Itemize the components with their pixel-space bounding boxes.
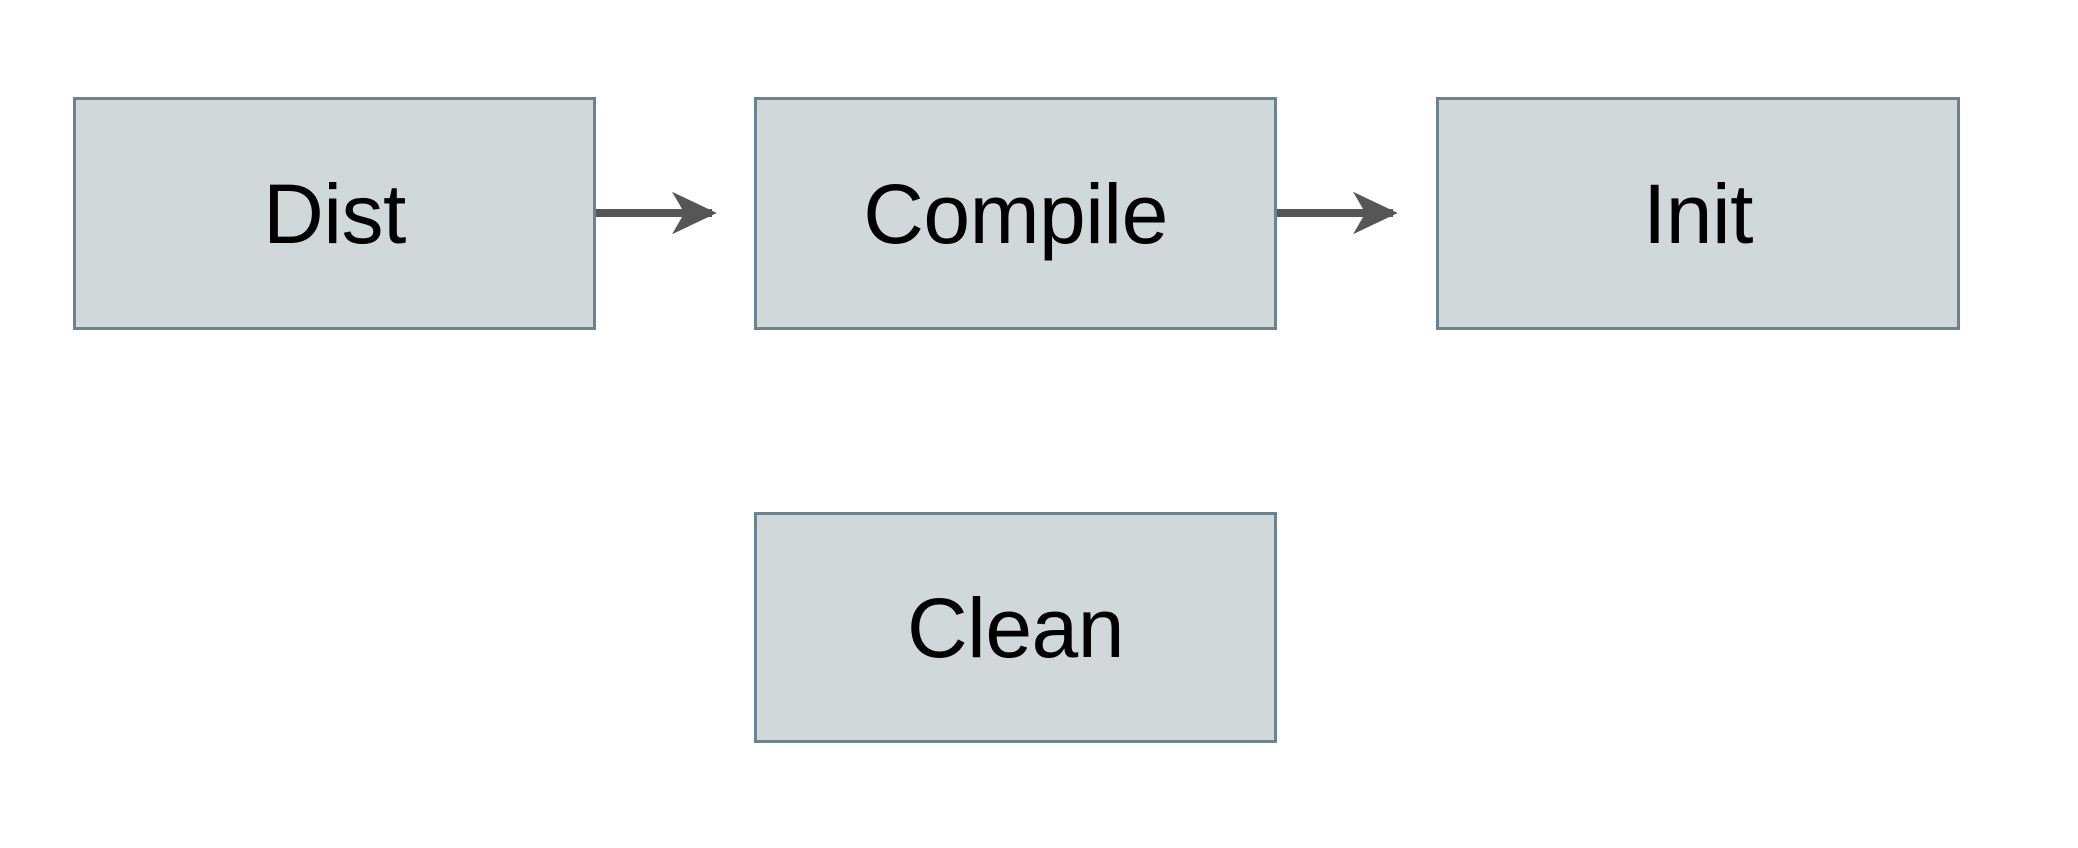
node-dist[interactable]: Dist [73, 97, 596, 330]
node-dist-label: Dist [263, 166, 406, 261]
node-compile-label: Compile [863, 166, 1168, 261]
node-clean-label: Clean [907, 580, 1124, 675]
node-init-label: Init [1642, 166, 1754, 261]
node-clean[interactable]: Clean [754, 512, 1277, 743]
node-init[interactable]: Init [1436, 97, 1960, 330]
node-compile[interactable]: Compile [754, 97, 1277, 330]
